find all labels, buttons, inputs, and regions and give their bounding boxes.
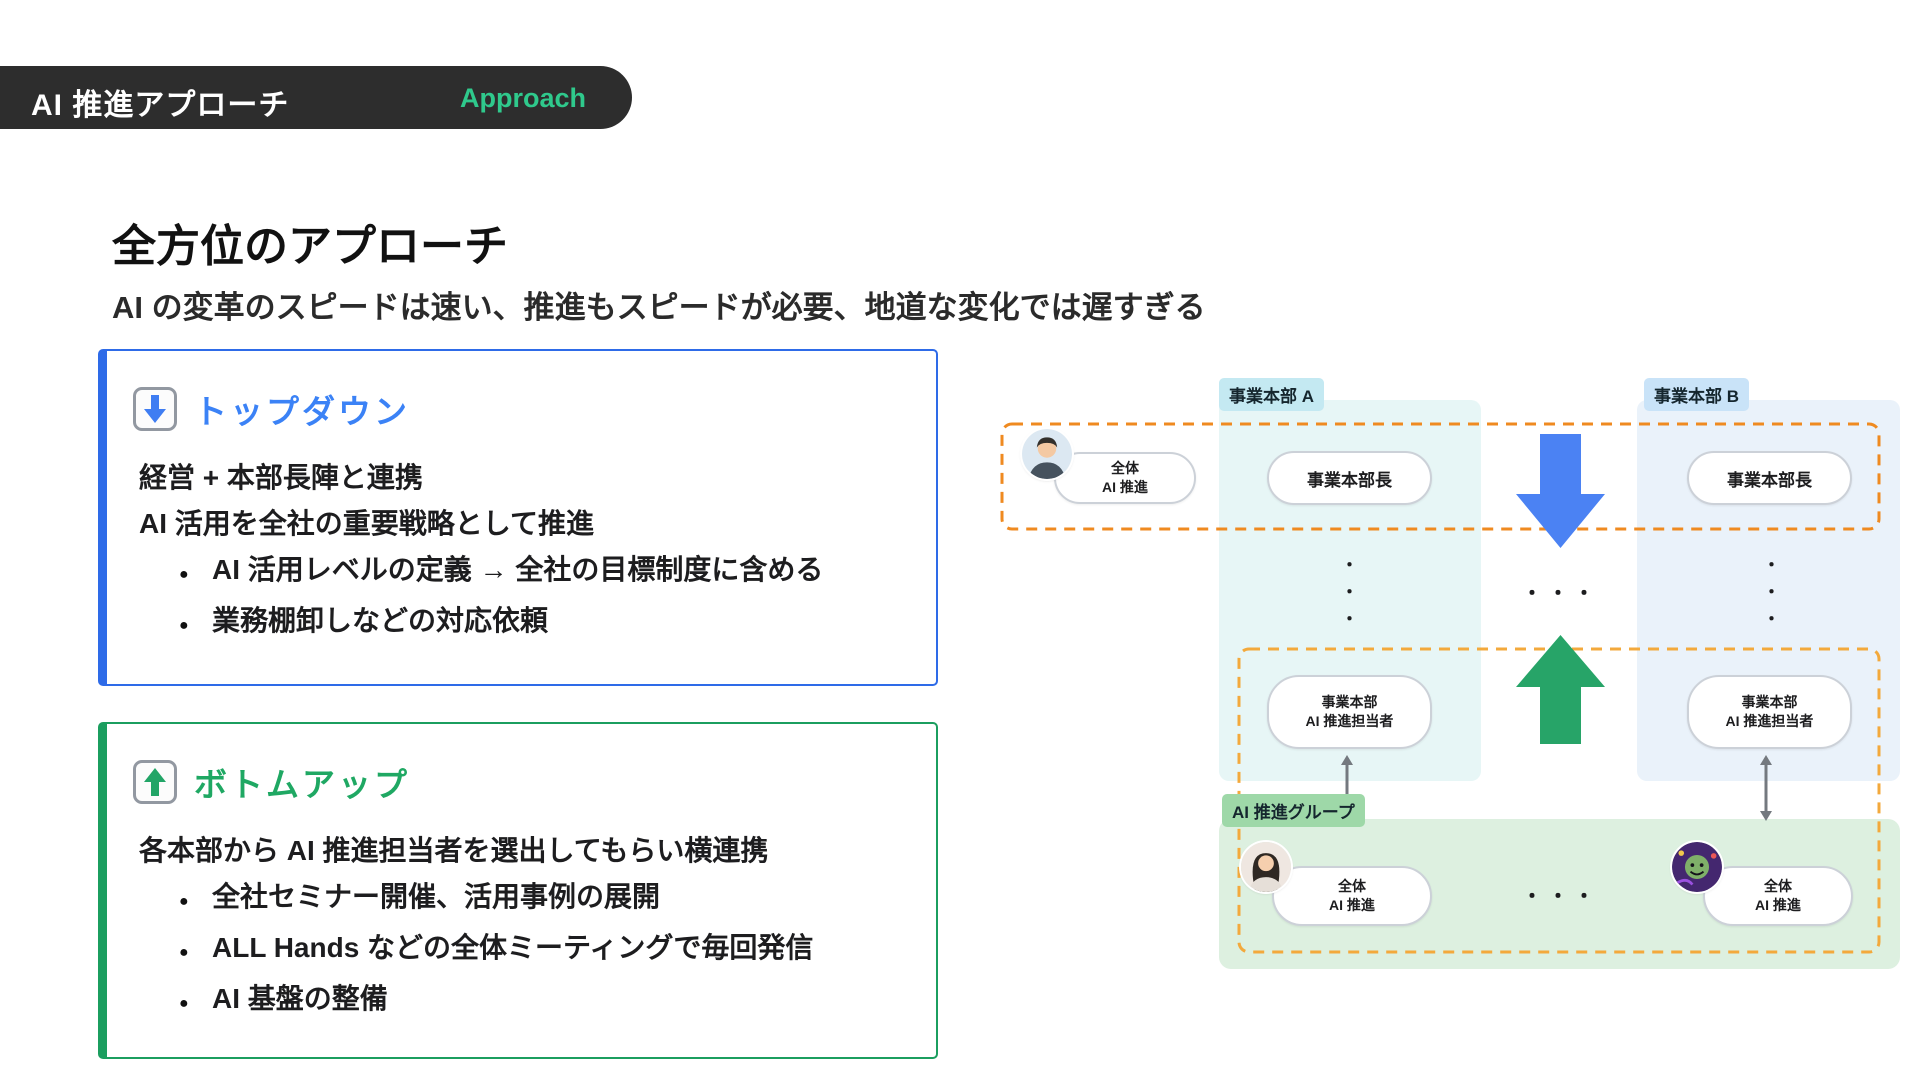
pill-line: AI 推進: [1102, 479, 1148, 495]
pill-line: AI 推進担当者: [1725, 713, 1814, 729]
up-arrow-icon: [133, 760, 177, 804]
bullet-dot-icon: ●: [179, 617, 189, 634]
overall-ai-pill: 全体 AI 推進: [1703, 866, 1853, 926]
bottomup-bullet: ● AI 基盤の整備: [139, 976, 936, 1027]
big-down-arrow-icon: [1516, 434, 1605, 548]
topdown-line: 経営 + 本部長陣と連携: [139, 462, 423, 493]
bottomup-line: 各本部から AI 推進担当者を選出してもらい横連携: [139, 835, 769, 866]
pill-line: 全体: [1764, 878, 1792, 894]
pill-line: AI 推進: [1755, 897, 1801, 913]
bottomup-card: ボトムアップ 各本部から AI 推進担当者を選出してもらい横連携 ● 全社セミナ…: [98, 722, 938, 1059]
bullet-dot-icon: ●: [179, 995, 189, 1012]
double-arrow-icon: [1760, 755, 1772, 821]
bottomup-title: ボトムアップ: [194, 766, 410, 803]
pill-line: 事業本部長: [1727, 470, 1812, 490]
topdown-card: トップダウン 経営 + 本部長陣と連携 AI 活用を全社の重要戦略として推進 ●…: [98, 349, 938, 686]
pill-line: 事業本部長: [1307, 470, 1392, 490]
bottomup-card-body: 各本部から AI 推進担当者を選出してもらい横連携 ● 全社セミナー開催、活用事…: [139, 828, 936, 1027]
topdown-card-header: トップダウン: [133, 385, 936, 433]
pill-line: 全体: [1111, 460, 1139, 476]
header-badge: Approach: [460, 83, 587, 113]
topdown-title: トップダウン: [194, 393, 410, 430]
vertical-ellipsis: ・・・: [1760, 556, 1779, 637]
mascot-avatar: [1672, 842, 1722, 892]
topdown-line: AI 活用を全社の重要戦略として推進: [139, 508, 594, 539]
bullet-dot-icon: ●: [179, 944, 189, 961]
man-avatar: [1022, 429, 1072, 479]
vertical-ellipsis: ・・・: [1338, 556, 1357, 637]
down-arrow-icon: [133, 387, 177, 431]
division-rep-pill-b: 事業本部 AI 推進担当者: [1687, 675, 1852, 749]
overall-ai-pill: 全体 AI 推進: [1272, 866, 1432, 926]
section-title: 全方位のアプローチ: [112, 222, 508, 271]
bullet-dot-icon: ●: [179, 566, 189, 583]
pill-line: 事業本部: [1741, 694, 1798, 710]
page-title: AI 推進アプローチ: [31, 89, 290, 122]
pill-line: 事業本部: [1321, 694, 1378, 710]
division-b-tag: 事業本部 B: [1644, 378, 1749, 411]
big-up-arrow-icon: [1516, 635, 1605, 744]
overall-ai-pill: 全体 AI 推進: [1054, 452, 1196, 504]
header-pill: AI 推進アプローチ Approach: [0, 66, 632, 129]
bottomup-bullet-text: AI 基盤の整備: [212, 983, 388, 1014]
pill-line: AI 推進担当者: [1305, 713, 1394, 729]
division-head-pill-a: 事業本部長: [1267, 451, 1432, 505]
topdown-scope-outline: [1000, 422, 1881, 531]
ai-promo-group-tag: AI 推進グループ: [1222, 794, 1365, 827]
horizontal-ellipsis: ・・・: [1522, 886, 1600, 908]
topdown-bullet: ● AI 活用レベルの定義 → 全社の目標制度に含める: [139, 547, 936, 598]
topdown-bullet-text: 業務棚卸しなどの対応依頼: [212, 605, 549, 636]
bottomup-bullet: ● 全社セミナー開催、活用事例の展開: [139, 874, 936, 925]
pill-line: 全体: [1338, 878, 1366, 894]
division-head-pill-b: 事業本部長: [1687, 451, 1852, 505]
org-diagram: 事業本部 A 事業本部 B AI 推進グループ 全体 AI 推進: [995, 375, 1910, 1025]
topdown-bullet-text: AI 活用レベルの定義 → 全社の目標制度に含める: [212, 554, 824, 585]
horizontal-ellipsis: ・・・: [1522, 583, 1600, 605]
division-a-tag: 事業本部 A: [1219, 378, 1324, 411]
topdown-bullet: ● 業務棚卸しなどの対応依頼: [139, 598, 936, 649]
woman-avatar: [1241, 842, 1291, 892]
bullet-dot-icon: ●: [179, 893, 189, 910]
bottomup-bullet-text: 全社セミナー開催、活用事例の展開: [212, 881, 661, 912]
bottomup-bullet: ● ALL Hands などの全体ミーティングで毎回発信: [139, 925, 936, 976]
division-rep-pill-a: 事業本部 AI 推進担当者: [1267, 675, 1432, 749]
topdown-card-body: 経営 + 本部長陣と連携 AI 活用を全社の重要戦略として推進 ● AI 活用レ…: [139, 455, 936, 649]
pill-line: AI 推進: [1329, 897, 1375, 913]
bottomup-card-header: ボトムアップ: [133, 758, 936, 806]
bottomup-bullet-text: ALL Hands などの全体ミーティングで毎回発信: [212, 932, 814, 963]
section-subtitle: AI の変革のスピードは速い、推進もスピードが必要、地道な変化では遅すぎる: [112, 290, 1206, 325]
